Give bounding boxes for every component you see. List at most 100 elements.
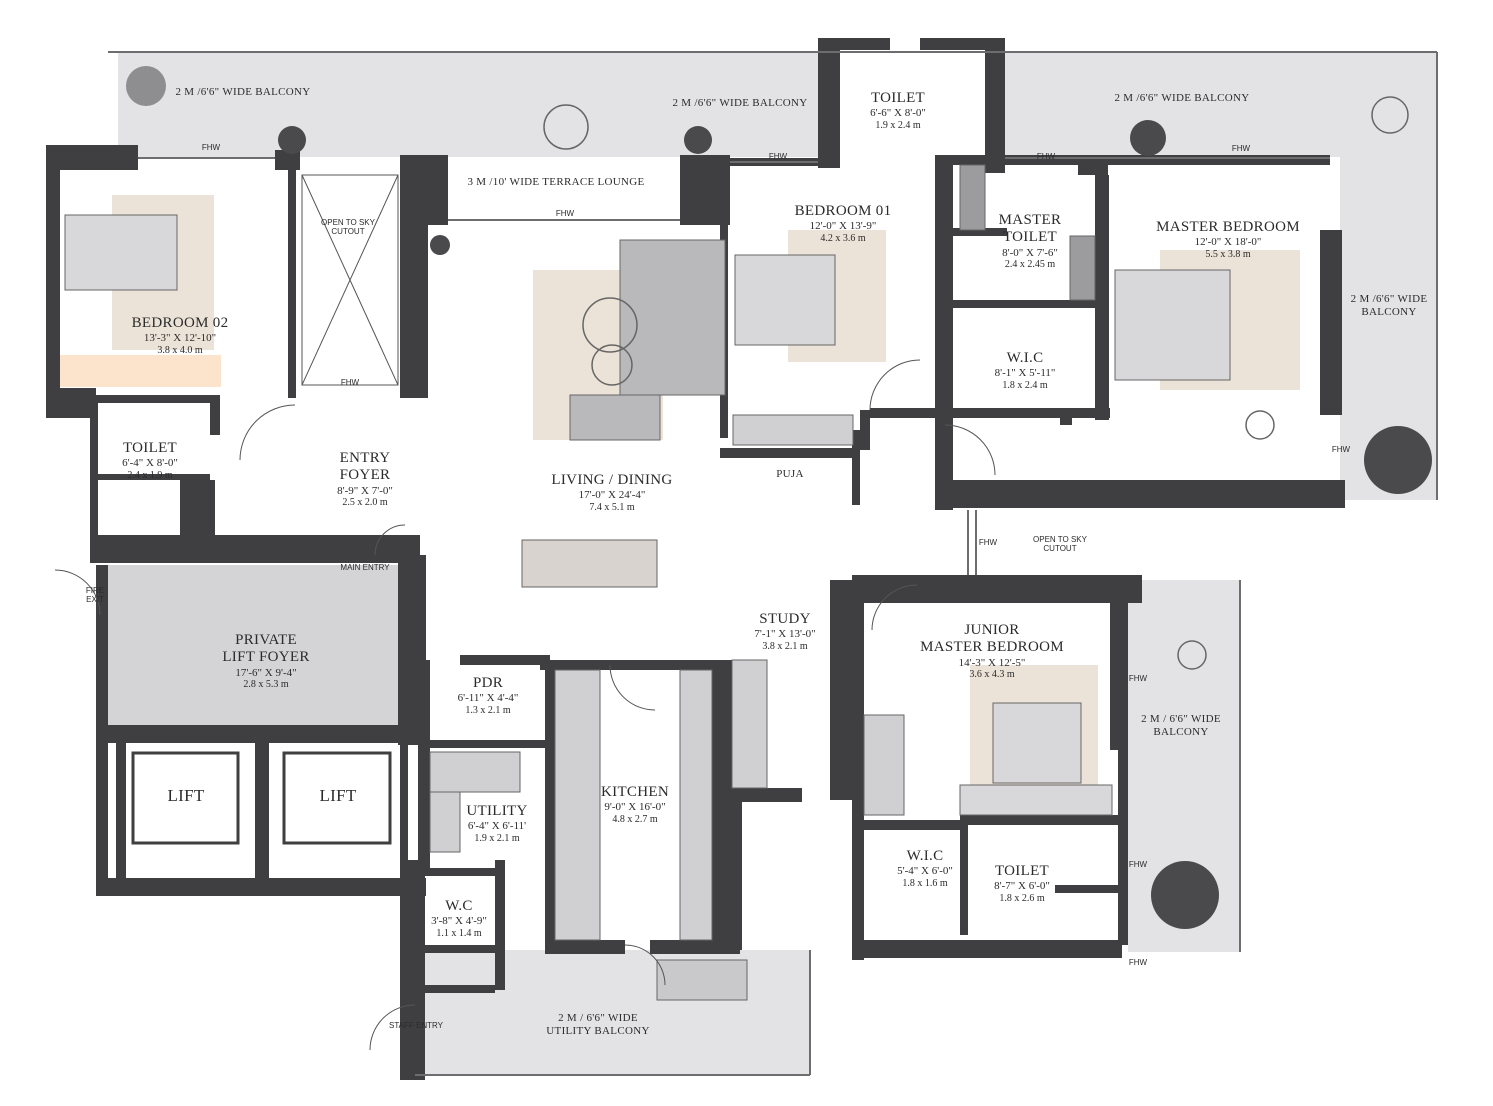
window-lines bbox=[108, 51, 1438, 1076]
lift-foyer-ft: 17'-6" X 9'-4" bbox=[235, 666, 297, 679]
toilet-b2-name: TOILET bbox=[122, 440, 177, 456]
living-name: LIVING / DINING bbox=[551, 472, 673, 488]
bedroom02-highlight bbox=[58, 355, 221, 387]
master-bedroom-m: 5.5 x 3.8 m bbox=[1205, 248, 1251, 260]
room-pdr: PDR 6'-11" X 4'-4" 1.3 x 2.1 m bbox=[458, 675, 519, 716]
fhw-tag-5: FHW bbox=[1231, 144, 1251, 153]
living-ft: 17'-0" X 24'-4" bbox=[578, 489, 646, 502]
pdr-name: PDR bbox=[472, 675, 504, 691]
bed-bedroom01 bbox=[734, 254, 836, 346]
master-bedroom-name: MASTER BEDROOM bbox=[1156, 219, 1300, 235]
room-toilet-junior: TOILET 8'-7" X 6'-0" 1.8 x 2.6 m bbox=[994, 863, 1050, 904]
balcony-areas bbox=[118, 52, 1437, 1075]
plant-6 bbox=[430, 235, 450, 255]
puja-unit bbox=[732, 414, 854, 446]
toilet-b2-m: 2.4 x 1.9 m bbox=[127, 469, 173, 481]
wic-master-name: W.I.C bbox=[1006, 350, 1044, 366]
fhw-tag-2: FHW bbox=[555, 209, 575, 218]
balcony-utility-text2: UTILITY BALCONY bbox=[546, 1024, 650, 1037]
dining-table bbox=[521, 539, 658, 588]
lift-foyer-m: 2.8 x 5.3 m bbox=[243, 679, 289, 691]
fire-exit-tag-b: EXIT bbox=[86, 595, 104, 604]
lift2-name: LIFT bbox=[319, 786, 357, 805]
study-ft: 7'-1" X 13'-0" bbox=[754, 628, 816, 641]
entry-foyer-name2: FOYER bbox=[339, 467, 391, 484]
toilet-junior-ft: 8'-7" X 6'-0" bbox=[994, 880, 1050, 893]
lift-1 bbox=[131, 751, 240, 845]
plant-4 bbox=[1364, 426, 1432, 494]
balcony-right-label: 2 M /6'6" WIDE BALCONY bbox=[1351, 293, 1428, 318]
terrace-table bbox=[543, 104, 589, 150]
toilet-top-name: TOILET bbox=[870, 90, 925, 106]
fire-exit-tag-a: FIRE bbox=[85, 586, 105, 595]
wic-junior-name: W.I.C bbox=[906, 848, 944, 864]
master-toilet-name2: TOILET bbox=[1002, 229, 1057, 246]
bedroom02-m: 3.8 x 4.0 m bbox=[157, 344, 203, 356]
wc-m: 1.1 x 1.4 m bbox=[436, 927, 482, 939]
room-kitchen: KITCHEN 9'-0" X 16'-0" 4.8 x 2.7 m bbox=[601, 784, 669, 825]
kitchen-m: 4.8 x 2.7 m bbox=[612, 813, 658, 825]
fire-exit-tag: FIRE EXIT bbox=[86, 586, 104, 604]
balcony-right-text2: BALCONY bbox=[1361, 305, 1417, 318]
plants bbox=[126, 66, 1432, 929]
room-lift1: LIFT bbox=[167, 786, 204, 806]
kitchen-counter-right bbox=[679, 669, 713, 941]
sofa-bottom bbox=[569, 394, 661, 441]
wic-junior-ft: 5'-4" X 6'-0" bbox=[897, 865, 953, 878]
room-wic-junior: W.I.C 5'-4" X 6'-0" 1.8 x 1.6 m bbox=[897, 848, 953, 889]
toilet-junior-name: TOILET bbox=[994, 863, 1049, 879]
room-puja: PUJA bbox=[776, 468, 804, 481]
fhw-tag-8: FHW bbox=[978, 538, 998, 547]
wc-name: W.C bbox=[445, 898, 473, 914]
toilet-top-ft: 6'-6" X 8'-0" bbox=[870, 107, 926, 120]
bed-master bbox=[1114, 269, 1231, 381]
balcony-junior-text2: BALCONY bbox=[1153, 725, 1209, 738]
coffee-table-1 bbox=[582, 297, 638, 353]
door-swings bbox=[54, 359, 996, 1051]
balcony-junior-label: 2 M / 6'6" WIDE BALCONY bbox=[1141, 713, 1221, 738]
fhw-tag-6: FHW bbox=[340, 378, 360, 387]
balcony-right bbox=[1340, 52, 1437, 500]
toilet-top-m: 1.9 x 2.4 m bbox=[875, 119, 921, 131]
plant-1 bbox=[278, 126, 306, 154]
fhw-tag-4: FHW bbox=[1036, 152, 1056, 161]
round-furniture bbox=[543, 96, 1409, 670]
lift-shafts bbox=[131, 751, 392, 845]
open-sky-cutout bbox=[301, 174, 399, 386]
room-utility: UTILITY 6'-4" X 6'-11' 1.9 x 2.1 m bbox=[466, 803, 527, 844]
wic-junior-m: 1.8 x 1.6 m bbox=[902, 877, 948, 889]
lift1-name: LIFT bbox=[167, 786, 205, 805]
kitchen-ft: 9'-0" X 16'-0" bbox=[604, 801, 666, 814]
room-bedroom02: BEDROOM 02 13'-3" X 12'-10" 3.8 x 4.0 m bbox=[132, 315, 229, 356]
open-sky-tag-1-b: CUTOUT bbox=[331, 227, 365, 236]
bed-bedroom02 bbox=[64, 214, 178, 291]
room-wc: W.C 3'-8" X 4'-9" 1.1 x 1.4 m bbox=[431, 898, 487, 939]
entry-foyer-m: 2.5 x 2.0 m bbox=[342, 497, 388, 509]
master-bedroom-ft: 12'-0" X 18'-0" bbox=[1194, 236, 1262, 249]
lift-foyer-floor bbox=[108, 565, 418, 725]
open-sky-tag-2-a: OPEN TO SKY bbox=[1033, 535, 1087, 544]
bedroom01-m: 4.2 x 3.6 m bbox=[820, 232, 866, 244]
kitchen-counter-left bbox=[554, 669, 601, 941]
kitchen-name: KITCHEN bbox=[601, 784, 669, 800]
study-name: STUDY bbox=[759, 611, 811, 627]
puja-name: PUJA bbox=[776, 468, 804, 480]
wic-master-m: 1.8 x 2.4 m bbox=[1002, 379, 1048, 391]
plant-2 bbox=[684, 126, 712, 154]
junior-master-name1: JUNIOR bbox=[964, 622, 1020, 638]
master-toilet-ft: 8'-0" X 7'-6" bbox=[1002, 246, 1058, 259]
balcony-top-mid-text: 2 M /6'6" WIDE BALCONY bbox=[672, 97, 808, 109]
balcony-top-right-text: 2 M /6'6" WIDE BALCONY bbox=[1114, 92, 1250, 104]
open-sky-tag-1: OPEN TO SKY CUTOUT bbox=[321, 218, 375, 236]
wic-master-ft: 8'-1" X 5'-11" bbox=[994, 367, 1056, 380]
room-junior-master: JUNIOR MASTER BEDROOM 14'-3" X 12'-5" 3.… bbox=[920, 622, 1064, 681]
open-sky-tag-2: OPEN TO SKY CUTOUT bbox=[1033, 535, 1087, 553]
entry-foyer-ft: 8'-9" X 7'-0" bbox=[337, 484, 393, 497]
study-m: 3.8 x 2.1 m bbox=[762, 640, 808, 652]
balcony-right-text1: 2 M /6'6" WIDE bbox=[1350, 293, 1428, 305]
room-master-toilet: MASTER TOILET 8'-0" X 7'-6" 2.4 x 2.45 m bbox=[999, 212, 1062, 271]
sun-ornament bbox=[126, 66, 166, 106]
junior-master-ft: 14'-3" X 12'-5" bbox=[958, 656, 1026, 669]
pdr-ft: 6'-11" X 4'-4" bbox=[457, 692, 519, 705]
